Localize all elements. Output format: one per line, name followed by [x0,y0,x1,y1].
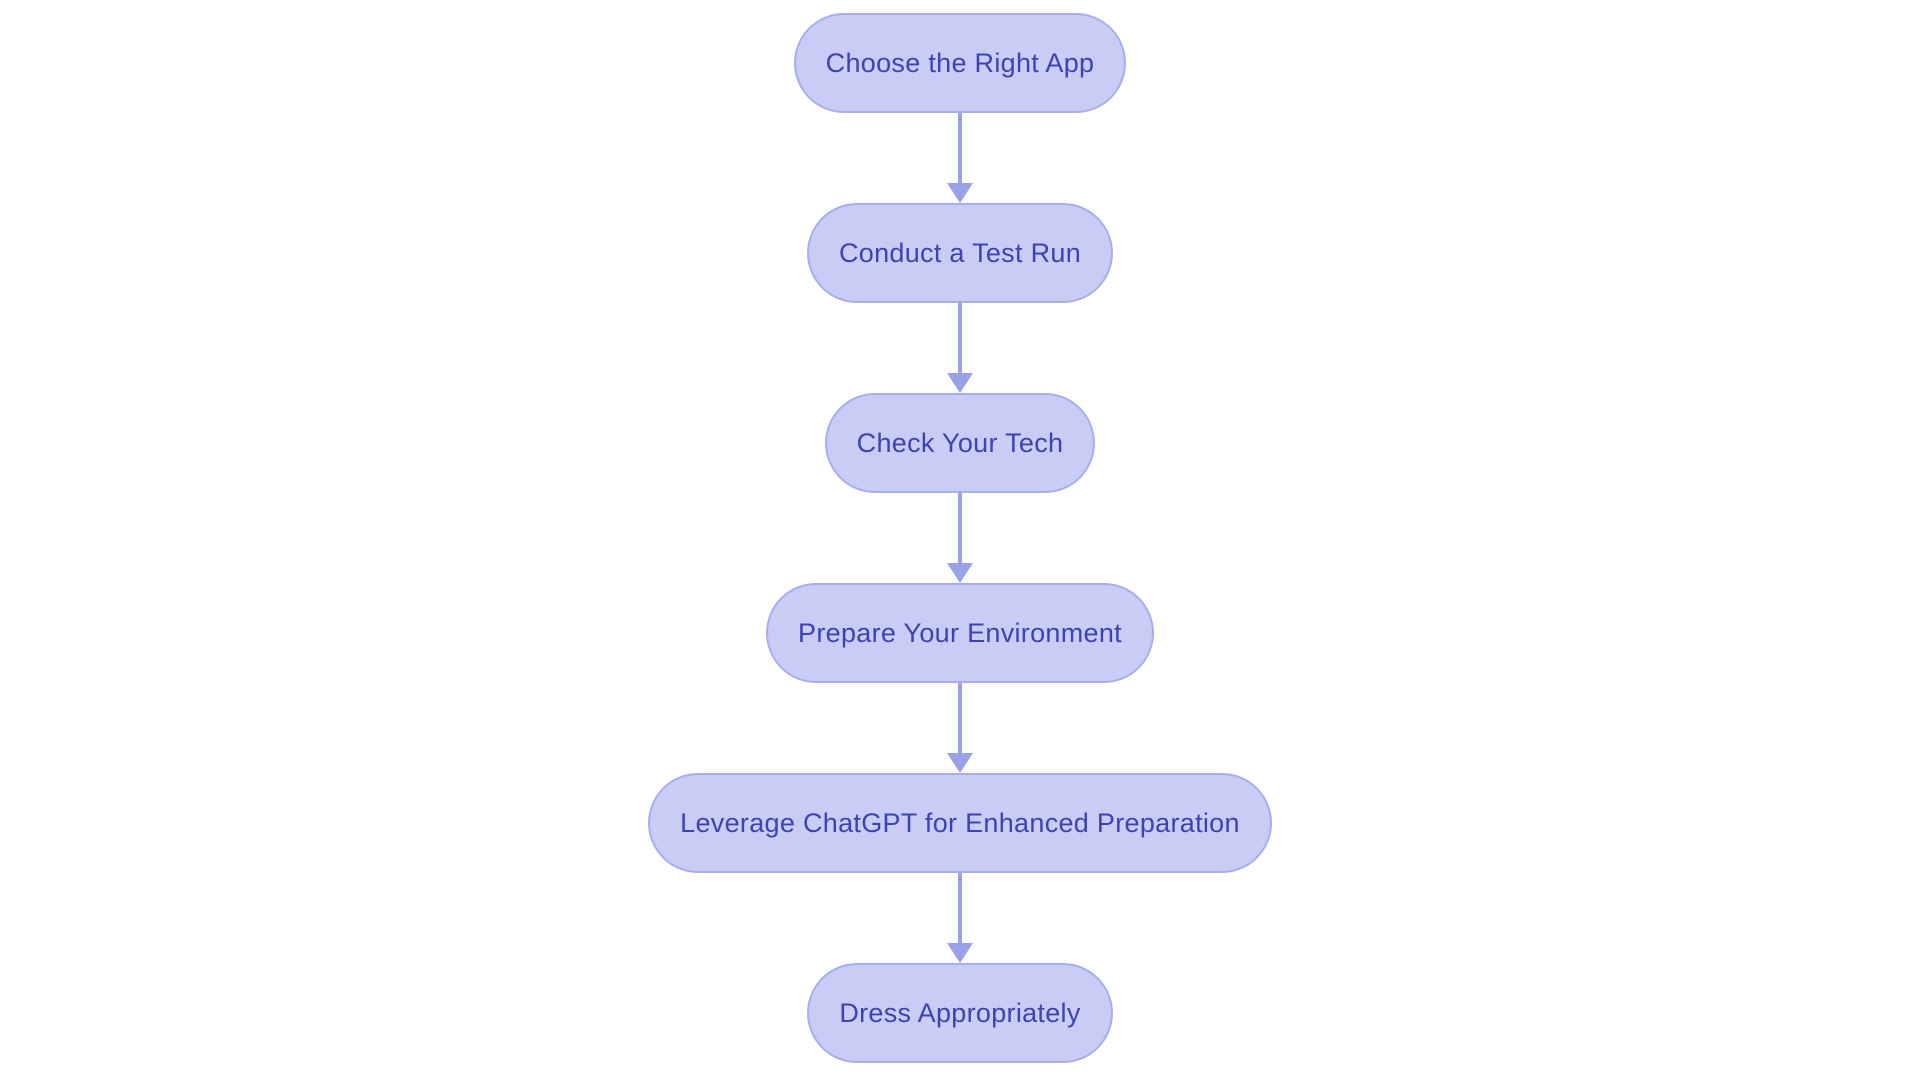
node-dress-appropriately: Dress Appropriately [807,963,1113,1063]
arrowhead-down-icon [947,373,973,393]
arrow-stem [958,113,962,183]
flow-arrow-5 [947,873,973,963]
node-leverage-chatgpt-for-enhanced-preparation: Leverage ChatGPT for Enhanced Preparatio… [648,773,1272,873]
node-choose-the-right-app: Choose the Right App [793,13,1127,113]
node-label: Choose the Right App [825,47,1095,78]
arrow-stem [958,683,962,753]
flow-arrow-3 [947,493,973,583]
node-conduct-a-test-run: Conduct a Test Run [806,203,1114,303]
arrowhead-down-icon [947,753,973,773]
node-label: Conduct a Test Run [838,237,1082,268]
arrow-stem [958,303,962,373]
arrowhead-down-icon [947,563,973,583]
node-label: Leverage ChatGPT for Enhanced Preparatio… [680,807,1240,838]
node-prepare-your-environment: Prepare Your Environment [766,583,1154,683]
arrowhead-down-icon [947,943,973,963]
node-label: Check Your Tech [856,427,1064,458]
arrowhead-down-icon [947,183,973,203]
arrow-stem [958,493,962,563]
flow-arrow-1 [947,113,973,203]
flow-arrow-4 [947,683,973,773]
node-label: Prepare Your Environment [798,617,1122,648]
node-check-your-tech: Check Your Tech [824,393,1096,493]
arrow-stem [958,873,962,943]
node-label: Dress Appropriately [839,997,1081,1028]
flow-arrow-2 [947,303,973,393]
